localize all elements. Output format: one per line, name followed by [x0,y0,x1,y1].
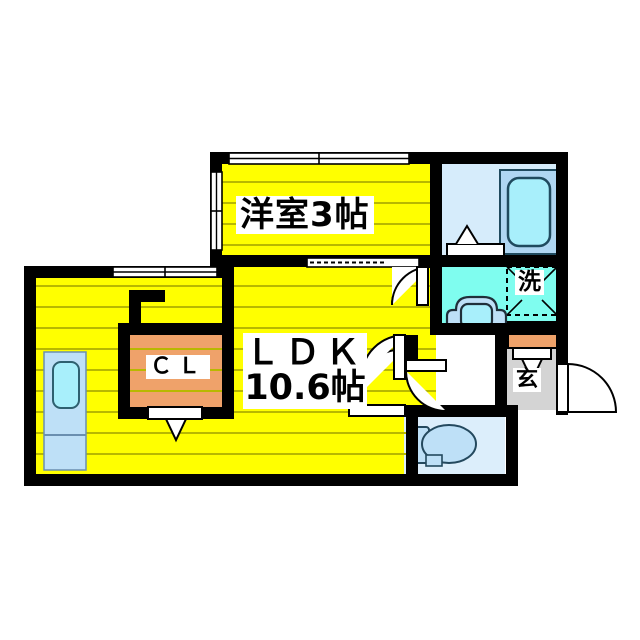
wall-bath-south [442,255,568,267]
doors [147,224,618,443]
room-label-closet: ＣＬ [146,355,211,379]
toilet-bowl [421,424,477,464]
toilet-base [425,454,443,467]
kitchen-unit [43,351,87,471]
windows [112,152,410,278]
ldk-window-north [112,266,218,278]
wall-bath-west [430,152,442,267]
wall-closet-north [118,323,234,335]
fixture-label-washing-machine: 洗 [515,270,544,295]
closet-door[interactable] [147,406,203,443]
wall-ldk-east-lower [406,405,418,486]
wall-ldk-west [24,266,36,486]
room-label-ldk-line1: ＬＤＫ [244,333,365,373]
wall-washroom-west [430,267,442,335]
wall-entrance-west [495,335,507,410]
wall-ldk-south [24,474,418,486]
bedroom-window-west [210,171,223,251]
bedroom-sliding-door[interactable] [306,257,420,268]
entrance-step-sill [512,347,552,360]
bathtub-basin [506,176,552,248]
kitchen-sink [52,361,80,409]
wall-closet-west [118,323,130,407]
room-label-bedroom: 洋室3帖 [236,196,374,234]
wall-east-upper [556,152,568,352]
bedroom-swing-door[interactable] [391,266,431,306]
room-label-entrance: 玄 [513,368,542,392]
wall-toilet-east [506,405,518,486]
room-label-ldk: ＬＤＫ 10.6帖 [243,333,367,409]
bedroom-window-north [228,152,410,165]
wall-toilet-south [406,474,518,486]
ldk-corridor-door[interactable] [360,334,406,380]
wall-entrance-north [495,323,568,335]
bathroom-fixtures [499,169,559,255]
room-label-ldk-line2: 10.6帖 [244,368,366,408]
bath-door[interactable] [446,224,505,257]
entrance-door[interactable] [556,362,618,413]
wall-partition-hook-h [129,290,165,302]
wall-closet-east [222,266,234,407]
